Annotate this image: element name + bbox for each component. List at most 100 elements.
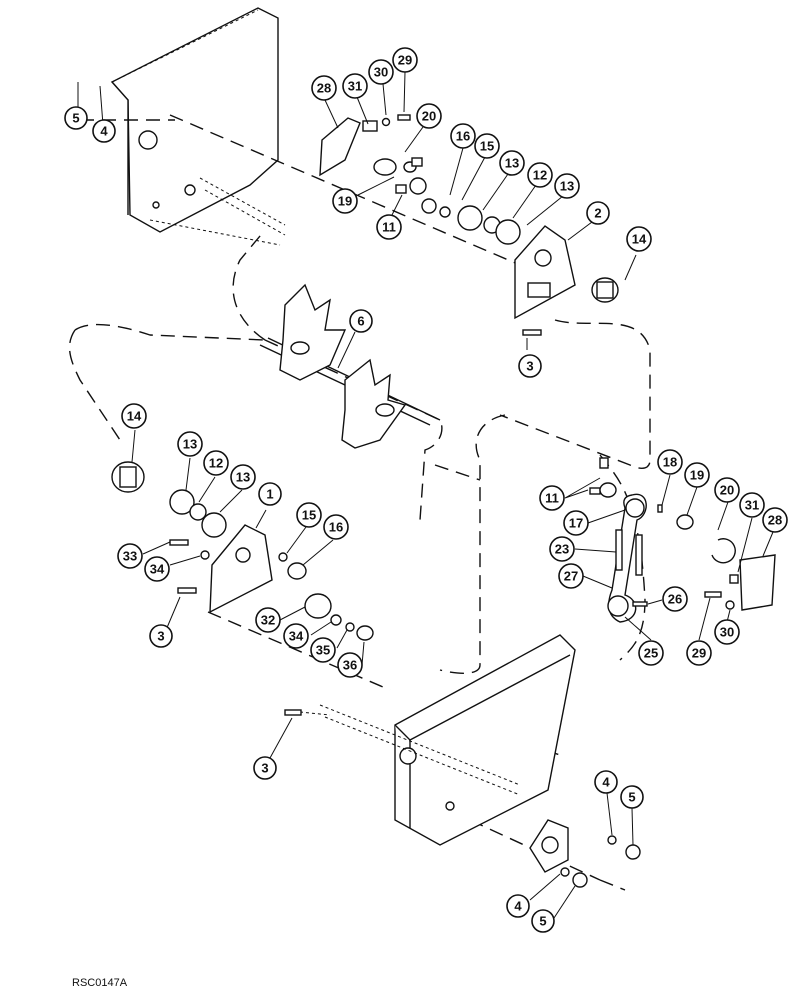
callout-label: 5 — [628, 790, 635, 805]
callout-19[interactable]: 19 — [684, 462, 710, 488]
callout-label: 16 — [456, 129, 470, 144]
callout-label: 25 — [644, 646, 658, 661]
callout-label: 31 — [348, 79, 362, 94]
callout-29[interactable]: 29 — [686, 640, 712, 666]
callout-1[interactable]: 1 — [258, 482, 282, 506]
callout-label: 11 — [545, 491, 559, 506]
callout-3[interactable]: 3 — [518, 354, 542, 378]
callout-4[interactable]: 4 — [506, 894, 530, 918]
callout-6[interactable]: 6 — [349, 309, 373, 333]
callout-label: 36 — [343, 658, 357, 673]
lower-left-parts — [111, 461, 374, 641]
leader-lines — [77, 71, 774, 919]
callout-5[interactable]: 5 — [531, 909, 555, 933]
upper-drive-parts — [319, 114, 619, 336]
callout-13[interactable]: 13 — [230, 464, 256, 490]
callout-label: 19 — [690, 468, 704, 483]
callout-20[interactable]: 20 — [416, 103, 442, 129]
callout-15[interactable]: 15 — [296, 502, 322, 528]
callout-3[interactable]: 3 — [149, 624, 173, 648]
callout-13[interactable]: 13 — [554, 173, 580, 199]
callout-label: 15 — [480, 139, 494, 154]
callout-11[interactable]: 11 — [539, 485, 565, 511]
callout-label: 12 — [209, 456, 223, 471]
callout-36[interactable]: 36 — [337, 652, 363, 678]
callout-16[interactable]: 16 — [450, 123, 476, 149]
callout-label: 18 — [663, 455, 677, 470]
callout-31[interactable]: 31 — [739, 492, 765, 518]
callout-label: 19 — [338, 194, 352, 209]
callout-20[interactable]: 20 — [714, 477, 740, 503]
callout-label: 34 — [289, 629, 304, 644]
callout-13[interactable]: 13 — [177, 431, 203, 457]
callout-label: 5 — [539, 914, 546, 929]
callout-30[interactable]: 30 — [368, 59, 394, 85]
callout-label: 3 — [526, 359, 533, 374]
callout-12[interactable]: 12 — [203, 450, 229, 476]
callout-13[interactable]: 13 — [499, 150, 525, 176]
callout-label: 35 — [316, 643, 330, 658]
callout-label: 11 — [382, 220, 396, 235]
callout-26[interactable]: 26 — [662, 586, 688, 612]
callout-23[interactable]: 23 — [549, 536, 575, 562]
chain-drive-parts — [589, 457, 776, 623]
callout-label: 13 — [183, 437, 197, 452]
callout-5[interactable]: 5 — [620, 785, 644, 809]
callout-17[interactable]: 17 — [563, 510, 589, 536]
callout-4[interactable]: 4 — [92, 119, 116, 143]
callout-4[interactable]: 4 — [594, 770, 618, 794]
callout-label: 29 — [398, 53, 412, 68]
callout-label: 6 — [357, 314, 364, 329]
callout-label: 33 — [123, 549, 137, 564]
callout-33[interactable]: 33 — [117, 543, 143, 569]
callout-27[interactable]: 27 — [558, 563, 584, 589]
callout-label: 30 — [374, 65, 388, 80]
callout-label: 4 — [514, 899, 522, 914]
callout-label: 1 — [266, 487, 273, 502]
callout-label: 13 — [236, 470, 250, 485]
callout-29[interactable]: 29 — [392, 47, 418, 73]
callout-15[interactable]: 15 — [474, 133, 500, 159]
callout-label: 31 — [745, 498, 759, 513]
upper-frame-panel — [110, 7, 521, 266]
callout-14[interactable]: 14 — [626, 226, 652, 252]
callout-label: 20 — [720, 483, 734, 498]
callout-label: 3 — [157, 629, 164, 644]
callout-34[interactable]: 34 — [144, 556, 170, 582]
callout-label: 26 — [668, 592, 682, 607]
callout-12[interactable]: 12 — [527, 162, 553, 188]
callout-label: 29 — [692, 646, 706, 661]
callout-16[interactable]: 16 — [323, 514, 349, 540]
rotor-assembly — [259, 283, 441, 449]
callout-label: 28 — [768, 513, 782, 528]
callout-11[interactable]: 11 — [376, 214, 402, 240]
callout-5[interactable]: 5 — [64, 106, 88, 130]
callout-18[interactable]: 18 — [657, 449, 683, 475]
callout-label: 12 — [533, 168, 547, 183]
callout-label: 13 — [560, 179, 574, 194]
callout-label: 17 — [569, 516, 583, 531]
callout-32[interactable]: 32 — [255, 607, 281, 633]
callout-34[interactable]: 34 — [283, 623, 309, 649]
callout-14[interactable]: 14 — [121, 403, 147, 429]
callout-label: 4 — [602, 775, 610, 790]
callout-label: 14 — [127, 409, 142, 424]
callout-label: 27 — [564, 569, 578, 584]
callout-label: 23 — [555, 542, 569, 557]
callout-28[interactable]: 28 — [762, 507, 788, 533]
callout-label: 20 — [422, 109, 436, 124]
callout-label: 34 — [150, 562, 165, 577]
callout-28[interactable]: 28 — [311, 75, 337, 101]
callout-label: 15 — [302, 508, 316, 523]
callout-35[interactable]: 35 — [310, 637, 336, 663]
callout-3[interactable]: 3 — [253, 756, 277, 780]
callout-31[interactable]: 31 — [342, 73, 368, 99]
callout-label: 14 — [632, 232, 647, 247]
callout-label: 5 — [72, 111, 79, 126]
lower-frame — [284, 634, 641, 888]
callout-25[interactable]: 25 — [638, 640, 664, 666]
callout-19[interactable]: 19 — [332, 188, 358, 214]
callout-label: 13 — [505, 156, 519, 171]
callout-2[interactable]: 2 — [586, 201, 610, 225]
callout-30[interactable]: 30 — [714, 619, 740, 645]
